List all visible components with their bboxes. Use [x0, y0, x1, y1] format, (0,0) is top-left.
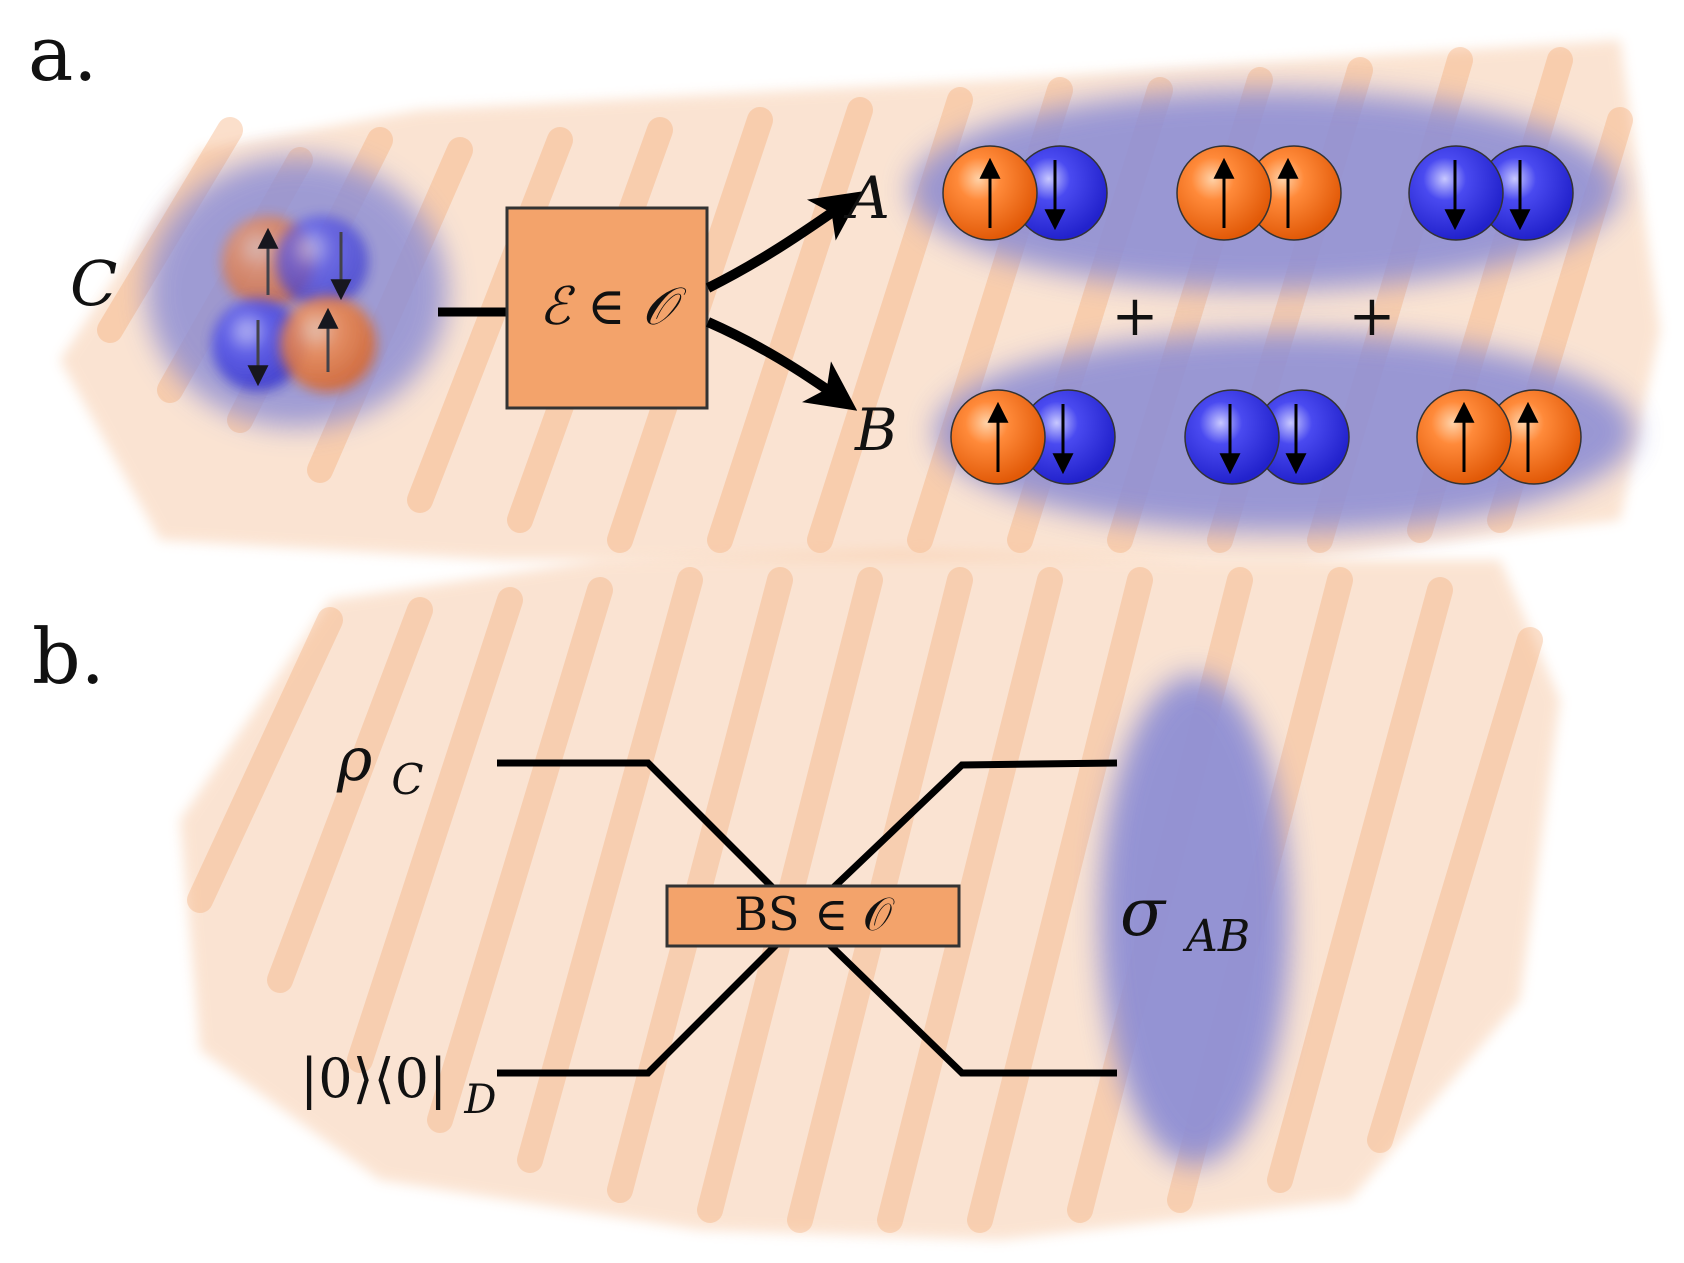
input-bottom-label: |0⟩⟨0| D	[300, 1047, 496, 1123]
cluster-blue-ball	[276, 216, 368, 308]
vacuum-subscript: D	[463, 1077, 496, 1123]
arrow-icon	[705, 317, 858, 411]
output-glow	[1100, 675, 1290, 1165]
row-a-pair-3	[1408, 145, 1574, 241]
plus-sign: +	[1349, 284, 1396, 349]
beamsplitter-label-text: BS ∈ 𝒪	[734, 887, 895, 941]
source-label: C	[70, 247, 117, 320]
beamsplitter-box	[665, 884, 961, 948]
channel-box	[505, 206, 709, 410]
row-a-pair-1	[942, 145, 1108, 241]
vacuum-symbol: |0⟩⟨0|	[300, 1047, 447, 1110]
input-top-label: ρ C	[336, 725, 424, 804]
panel-a-label: a.	[28, 9, 97, 98]
output-label-a: A	[843, 164, 890, 232]
rho-subscript: C	[391, 755, 423, 804]
beamsplitter-label: BS ∈ 𝒪	[734, 887, 895, 941]
panel-b-label: b.	[32, 612, 105, 701]
arrow-icon	[705, 191, 863, 293]
channel-label: ℰ ∈ 𝒪	[539, 277, 687, 337]
row-b-pair-1	[950, 389, 1116, 485]
row-b-pair-2	[1184, 389, 1350, 485]
sigma-subscript: AB	[1182, 911, 1250, 962]
spin-ball-blue	[1184, 389, 1280, 485]
row-a-pair-2	[1176, 145, 1342, 241]
wire-top-input	[497, 759, 1117, 1077]
output-label: σ AB	[1120, 874, 1250, 962]
output-label-b: B	[854, 396, 898, 464]
sigma-symbol: σ	[1120, 874, 1167, 951]
source-cluster	[212, 216, 376, 392]
plus-sign: +	[1112, 284, 1159, 349]
row-b-pair-3	[1416, 389, 1582, 485]
rho-symbol: ρ	[336, 725, 372, 795]
